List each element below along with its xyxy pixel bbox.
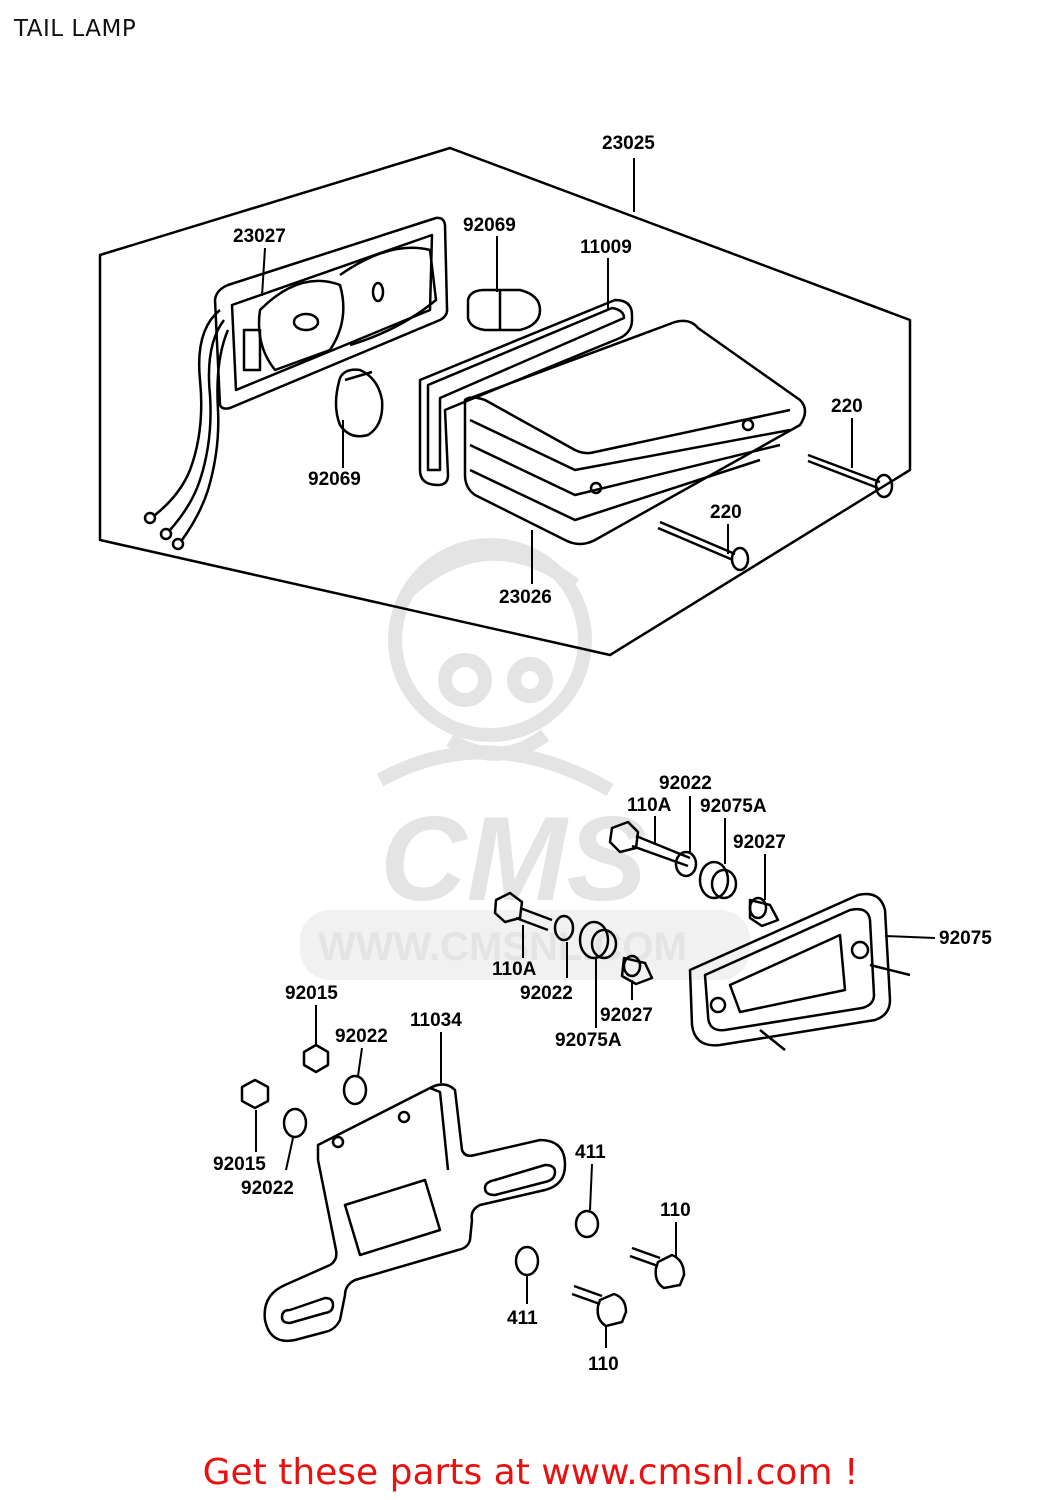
washer-411-upper bbox=[574, 1209, 600, 1239]
part-label-411: 411 bbox=[575, 1142, 606, 1163]
lamp-base-23027 bbox=[213, 216, 449, 410]
page-title: TAIL LAMP bbox=[14, 16, 137, 42]
leader-92022-mid bbox=[357, 1047, 363, 1077]
washer-92022-lower bbox=[553, 914, 575, 942]
screw-220-left bbox=[657, 520, 750, 572]
part-label-23027: 23027 bbox=[233, 226, 286, 247]
washer-411-lower bbox=[514, 1245, 540, 1277]
nut-92015-upper bbox=[302, 1043, 330, 1074]
washer-92022-left bbox=[282, 1107, 308, 1139]
plate-bracket-11034 bbox=[263, 1083, 567, 1343]
part-label-92075A: 92075A bbox=[555, 1030, 622, 1051]
leader-411-upper bbox=[589, 1163, 593, 1211]
washer-92022-upper bbox=[674, 850, 698, 878]
footer-link[interactable]: Get these parts at www.cmsnl.com ! bbox=[202, 1452, 859, 1493]
part-label-220: 220 bbox=[710, 502, 742, 523]
part-label-110: 110 bbox=[660, 1200, 691, 1221]
bolt-110-lower bbox=[571, 1284, 628, 1328]
leader-lines bbox=[255, 158, 936, 1348]
part-label-11034: 11034 bbox=[410, 1010, 462, 1031]
tail-lamp-assembly bbox=[98, 146, 912, 657]
lens-23026 bbox=[463, 319, 807, 546]
part-label-92015: 92015 bbox=[285, 983, 338, 1004]
mounting-hardware bbox=[240, 820, 911, 1343]
nut-92015-lower bbox=[240, 1078, 270, 1110]
part-label-92027: 92027 bbox=[733, 832, 786, 853]
part-label-220: 220 bbox=[831, 396, 863, 417]
part-label-92069: 92069 bbox=[308, 469, 361, 490]
part-label-92022: 92022 bbox=[520, 983, 573, 1004]
part-label-92027: 92027 bbox=[600, 1005, 653, 1026]
leader-92075 bbox=[884, 935, 936, 939]
part-label-110: 110 bbox=[588, 1354, 619, 1375]
washer-92022-mid bbox=[342, 1074, 368, 1106]
part-label-110A: 110A bbox=[627, 795, 672, 816]
watermark-url-bar bbox=[300, 910, 750, 980]
screw-220-right bbox=[807, 453, 894, 499]
collar-92027-lower bbox=[620, 954, 654, 986]
watermark-brand: CMS bbox=[380, 792, 647, 926]
wire-harness bbox=[143, 309, 230, 551]
leader-92022-left bbox=[285, 1137, 294, 1171]
watermark-mascot bbox=[376, 538, 614, 797]
bulb-92069-lower bbox=[334, 368, 384, 438]
grommet-92075A-lower bbox=[578, 920, 618, 960]
part-label-110A: 110A bbox=[492, 959, 537, 980]
part-label-23025: 23025 bbox=[602, 133, 655, 154]
assembly-outline bbox=[98, 146, 912, 657]
part-label-92015: 92015 bbox=[213, 1154, 266, 1175]
leader-23027 bbox=[261, 247, 266, 297]
collar-92027-upper bbox=[748, 896, 780, 928]
part-label-92022: 92022 bbox=[335, 1026, 388, 1047]
grommet-92075A-upper bbox=[698, 860, 738, 900]
part-label-11009: 11009 bbox=[580, 237, 632, 258]
part-label-92022: 92022 bbox=[659, 773, 712, 794]
bolt-110-upper bbox=[629, 1246, 686, 1290]
part-label-23026: 23026 bbox=[499, 587, 552, 608]
part-label-92075: 92075 bbox=[939, 928, 992, 949]
part-label-92022: 92022 bbox=[241, 1178, 294, 1199]
part-label-411: 411 bbox=[507, 1308, 538, 1329]
bulb-92069-upper bbox=[466, 288, 542, 332]
bracket-92075 bbox=[688, 892, 911, 1051]
part-labels: 23025 23027 92069 11009 92069 220 220 23… bbox=[213, 133, 992, 1375]
part-label-92075A: 92075A bbox=[700, 796, 767, 817]
bolt-110A-lower bbox=[493, 891, 553, 932]
part-label-92069: 92069 bbox=[463, 215, 516, 236]
